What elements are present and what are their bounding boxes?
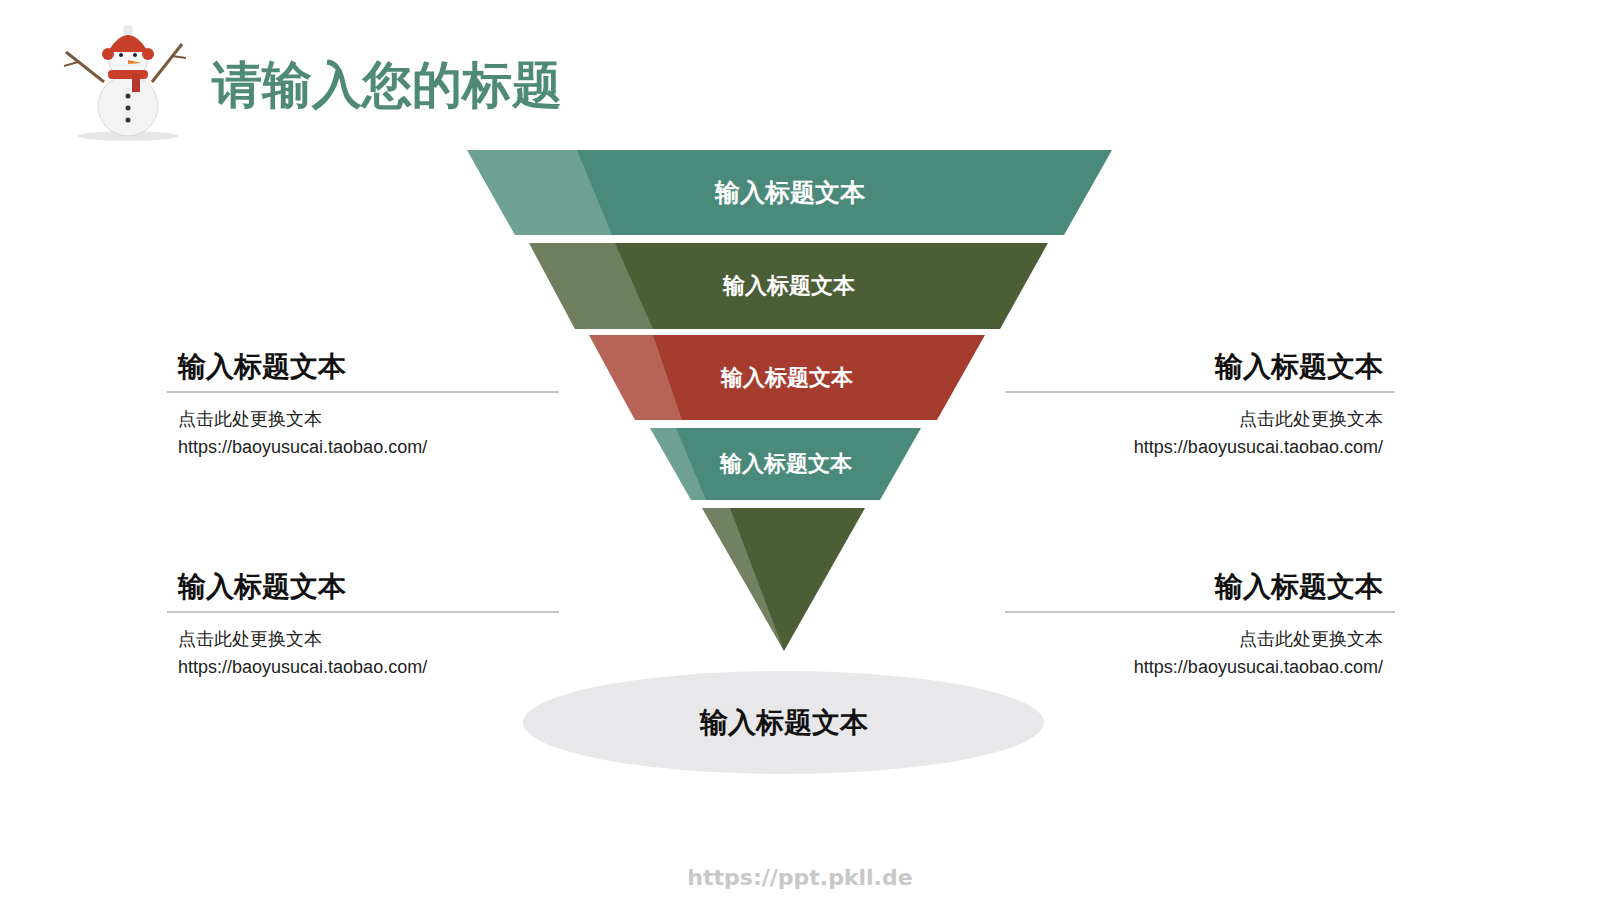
band-text: 输入标题文本 (723, 271, 855, 301)
side-body: 点击此处更换文本 (178, 627, 322, 651)
band-text: 输入标题文本 (700, 704, 868, 742)
funnel-band: 输入标题文本 (650, 428, 921, 500)
side-body: 点击此处更换文本 (1239, 407, 1383, 431)
heading-rule (167, 392, 559, 393)
funnel-band: 输入标题文本 (529, 243, 1048, 329)
side-url: https://baoyusucai.taobao.com/ (1134, 657, 1383, 678)
funnel-tip (702, 508, 865, 651)
side-heading: 输入标题文本 (178, 348, 346, 386)
heading-rule (1005, 612, 1395, 613)
side-url: https://baoyusucai.taobao.com/ (178, 437, 427, 458)
side-heading: 输入标题文本 (1215, 348, 1383, 386)
band-text: 输入标题文本 (721, 363, 853, 393)
funnel-tip-highlight (702, 508, 784, 651)
heading-rule (1005, 392, 1395, 393)
base-ellipse: 输入标题文本 (523, 671, 1044, 774)
heading-rule (167, 612, 559, 613)
side-heading: 输入标题文本 (178, 568, 346, 606)
page-title: 请输入您的标题 (212, 52, 562, 119)
watermark: https://ppt.pkll.de (687, 865, 912, 890)
band-text: 输入标题文本 (715, 176, 865, 209)
side-body: 点击此处更换文本 (178, 407, 322, 431)
side-url: https://baoyusucai.taobao.com/ (178, 657, 427, 678)
band-text: 输入标题文本 (720, 449, 852, 479)
snowman-illustration (64, 25, 186, 141)
side-body: 点击此处更换文本 (1239, 627, 1383, 651)
side-heading: 输入标题文本 (1215, 568, 1383, 606)
side-url: https://baoyusucai.taobao.com/ (1134, 437, 1383, 458)
funnel-band: 输入标题文本 (467, 150, 1112, 235)
funnel-band: 输入标题文本 (589, 335, 985, 420)
